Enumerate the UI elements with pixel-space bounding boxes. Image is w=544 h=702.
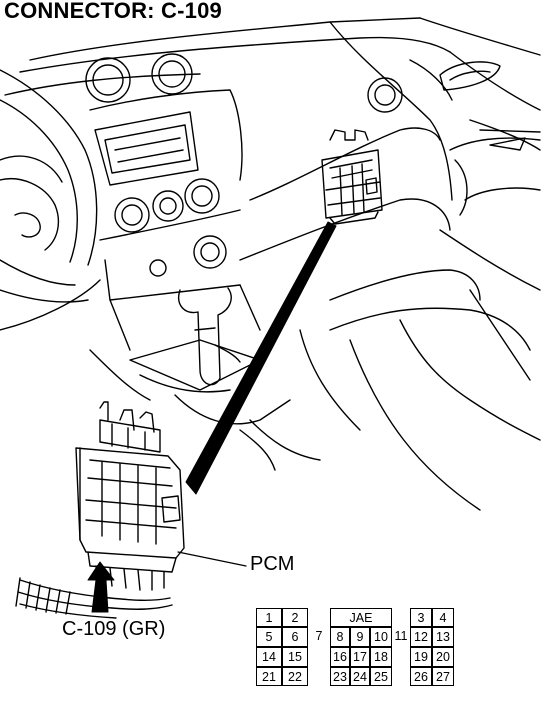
- pin-cell: 6: [282, 627, 308, 647]
- pin-cell: 5: [256, 627, 282, 647]
- dashboard-outline: [4, 17, 541, 511]
- pcm-connector-icon: [75, 401, 185, 591]
- pin-cell: 15: [282, 647, 308, 667]
- pin-cell: 22: [282, 667, 308, 686]
- pin-cell: 25: [370, 667, 392, 686]
- center-stack: [89, 89, 261, 351]
- pin-cell: 17: [350, 647, 370, 667]
- pin-cell: 19: [410, 647, 432, 667]
- page-title: CONNECTOR: C-109: [4, 0, 222, 23]
- wire-harness-icon: [15, 577, 173, 619]
- upper-connector-icon: [321, 129, 383, 225]
- connector-pin-grid: 1 2 JAE 3 4 5 6 7 8 9 10 11 12 13 14 15 …: [256, 608, 454, 686]
- pin-cell: 2: [282, 608, 308, 627]
- pin-cell: 8: [330, 627, 350, 647]
- pin-cell: 10: [370, 627, 392, 647]
- pin-cell: 20: [432, 647, 454, 667]
- pin-cell: 4: [432, 608, 454, 627]
- pcm-label: PCM: [250, 553, 295, 575]
- pin-header-jae: JAE: [330, 608, 392, 627]
- center-vents: [85, 53, 403, 277]
- shifter-console: [89, 287, 321, 471]
- pin-cell: 26: [410, 667, 432, 686]
- pin-cell: 12: [410, 627, 432, 647]
- pin-cell: 14: [256, 647, 282, 667]
- pin-cell: 27: [432, 667, 454, 686]
- leader-line: [185, 221, 337, 495]
- connector-label: C-109 (GR): [62, 618, 166, 640]
- pin-cell: 3: [410, 608, 432, 627]
- arrow-icon: [87, 561, 115, 613]
- pin-cell: 7: [315, 629, 323, 643]
- pin-cell: 18: [370, 647, 392, 667]
- pin-cell: 21: [256, 667, 282, 686]
- pin-cell: 16: [330, 647, 350, 667]
- pin-cell: 1: [256, 608, 282, 627]
- pin-cell: 11: [394, 629, 408, 643]
- pin-cell: 23: [330, 667, 350, 686]
- pin-cell: 9: [350, 627, 370, 647]
- pcm-leader-line: [177, 551, 247, 567]
- steering-wheel: [0, 69, 101, 331]
- pin-cell: 24: [350, 667, 370, 686]
- pin-cell: 13: [432, 627, 454, 647]
